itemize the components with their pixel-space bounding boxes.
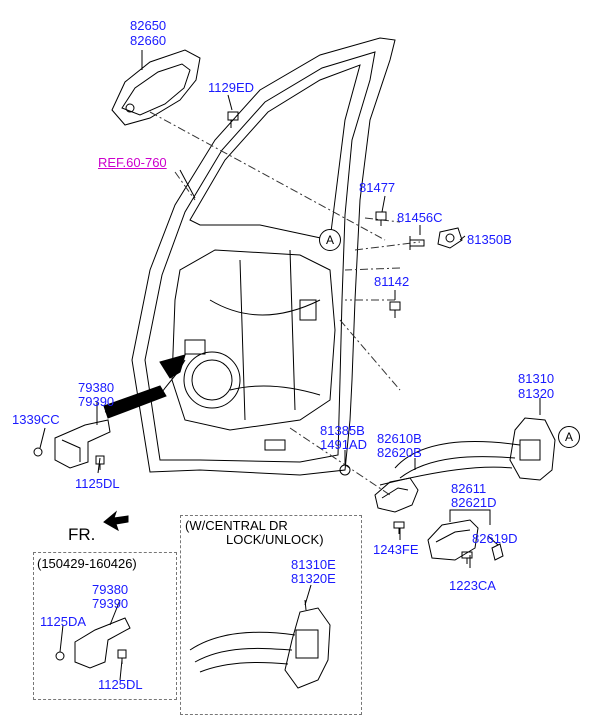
cap-82619d [491,543,504,561]
part-1129ed[interactable]: 1129ED [208,80,255,95]
inner-handle-inner [121,63,191,116]
part-81385b[interactable]: 81385B [320,423,365,438]
part-81350b[interactable]: 81350B [467,232,512,247]
regulator-rail-2 [289,249,296,411]
part-1243fe[interactable]: 1243FE [373,542,419,557]
date-range-label: (150429-160426) [37,556,137,571]
door-frame [131,37,396,476]
central-lock-box [180,515,362,715]
part-1125da[interactable]: 1125DA [40,614,87,629]
part-79380-lower[interactable]: 79380 [92,582,129,597]
part-82650[interactable]: 82650 [130,18,167,33]
regulator-rail [239,259,246,421]
bolt-81142 [389,301,401,318]
speaker-opening [183,351,241,409]
part-82621d[interactable]: 82621D [451,495,497,510]
central-lock-cables [189,631,296,673]
screw-1223ca [461,551,473,564]
part-82610b[interactable]: 82610B [377,431,422,446]
part-1125dl[interactable]: 1125DL [75,476,120,491]
part-82620b[interactable]: 82620B [377,445,422,460]
front-direction-label: FR. [68,525,96,544]
screw-1129ed [227,111,239,128]
part-79390[interactable]: 79390 [78,394,115,409]
bolt-81456c [409,236,425,250]
ref-60-760[interactable]: REF.60-760 [98,155,167,170]
inner-handle [111,49,201,126]
inner-panel [171,249,336,431]
speaker-opening-inner [191,359,233,401]
regulator-cross-2 [229,385,321,396]
part-81456c[interactable]: 81456C [397,210,443,225]
bolt-1125da [55,651,65,661]
central-lock-title-1: (W/CENTRAL DR [185,518,288,533]
outside-handle [427,519,479,561]
part-81320[interactable]: 81320 [518,386,555,401]
date-range-box [33,552,177,700]
screw-1243fe [393,521,405,534]
part-1223ca[interactable]: 1223CA [449,578,496,593]
part-81142[interactable]: 81142 [374,274,410,289]
part-79390-lower[interactable]: 79390 [92,596,129,611]
regulator-cross [209,299,321,316]
part-82619d[interactable]: 82619D [472,531,518,546]
part-1339cc[interactable]: 1339CC [12,412,60,427]
part-81310e[interactable]: 81310E [291,557,336,572]
bolt-81477 [375,211,387,226]
window-opening [189,64,361,241]
part-81477[interactable]: 81477 [359,180,396,195]
central-lock-title-2: LOCK/UNLOCK) [226,532,324,547]
bolt-1339cc [33,447,43,457]
grommet-81385b [339,464,351,476]
part-81310[interactable]: 81310 [518,371,555,386]
door-checker-lower [74,617,131,669]
door-latch [509,417,556,481]
callout-a-upper: A [319,229,341,251]
part-81320e[interactable]: 81320E [291,571,336,586]
part-82660[interactable]: 82660 [130,33,167,48]
callout-a-right: A [558,426,580,448]
door-checker [54,419,111,469]
striker-81350b [437,227,463,249]
door-frame-inner [144,51,376,463]
bolt-1125dl [95,455,105,470]
part-79380[interactable]: 79380 [78,380,115,395]
panel-holes [184,299,317,451]
bolt-1125dl-lower [117,649,127,664]
outside-handle-base [374,477,419,513]
part-1491ad[interactable]: 1491AD [320,437,367,452]
part-1125dl-lower[interactable]: 1125DL [98,677,143,692]
central-lock-latch [284,607,331,689]
part-82611[interactable]: 82611 [451,481,487,496]
